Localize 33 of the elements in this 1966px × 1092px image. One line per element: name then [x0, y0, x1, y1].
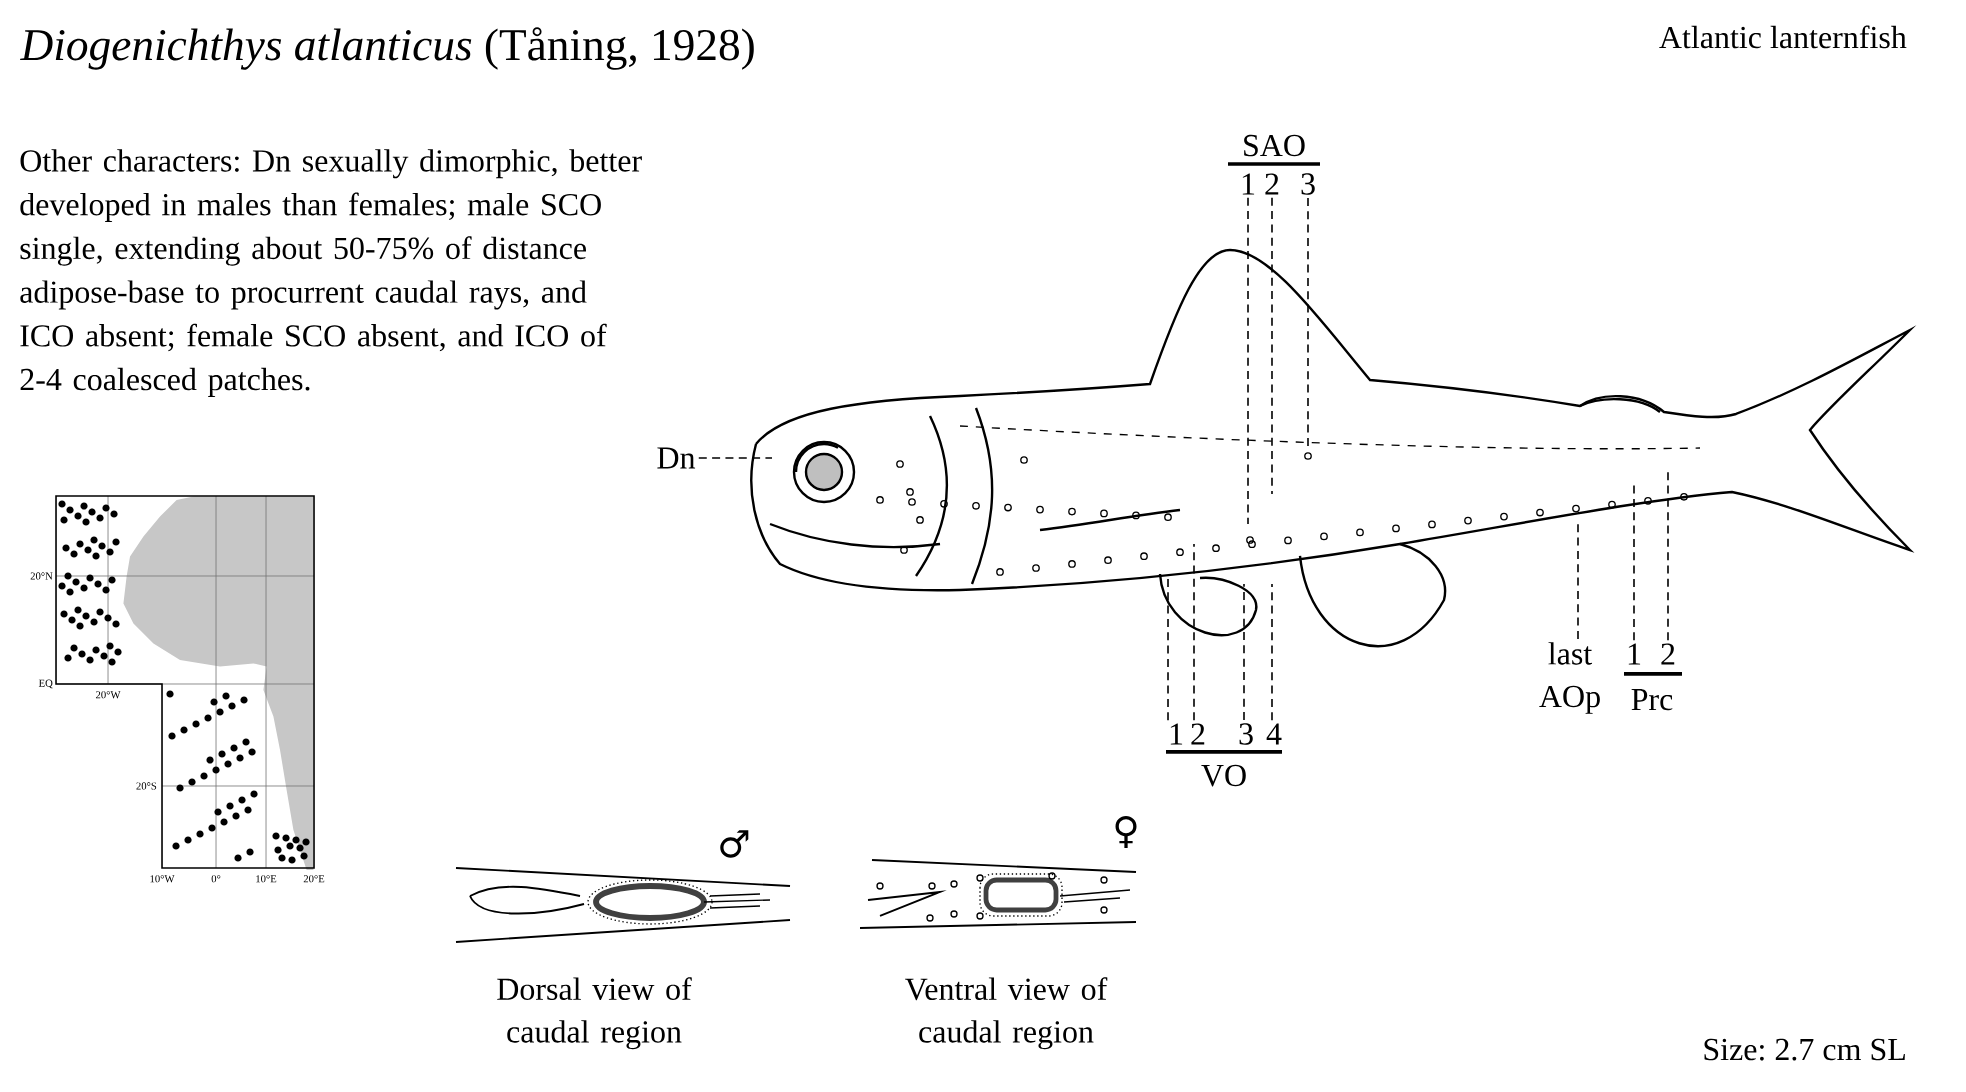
callout-label: Dn [657, 447, 696, 469]
size-note: Size: 2.7 cm SL [1704, 1038, 1905, 1061]
callout-number: 3 [1239, 723, 1253, 745]
callout-number: 4 [1266, 723, 1282, 745]
leader-line [1667, 471, 1669, 641]
sex-symbol: ♂ [720, 830, 749, 858]
leader-line [1633, 483, 1635, 642]
callout-number: 2 [1191, 723, 1205, 745]
description-text: Other characters: Dn sexually dimorphic, better developed in males than females; male SCO single, extending about 50-75% of distance adipose-base to procurrent caudal rays, and ICO absent; female SCO absent, and ICO of 2-4 coalesced patches. [20, 149, 642, 397]
leader-line [1307, 197, 1309, 447]
callout-number: 2 [1265, 173, 1279, 195]
leader-line [1193, 543, 1195, 721]
caption: Dorsal view of caudal region [497, 977, 692, 1050]
callout-number: 3 [1301, 173, 1315, 195]
leader-line [1271, 583, 1273, 722]
caption: Ventral view of caudal region [905, 977, 1108, 1050]
leader-line [1243, 583, 1245, 721]
common-name: Atlantic lanternfish [1659, 25, 1907, 49]
title: Diogenichthys atlanticus (Tåning, 1928) [20, 27, 754, 70]
callout-number: 1 [1242, 173, 1255, 195]
callout-number: 2 [1661, 643, 1675, 665]
leader-line [1577, 519, 1579, 640]
callout-label: last AOp [1539, 642, 1600, 714]
group-label: Prc [1631, 689, 1673, 711]
sex-symbol: ♀ [1115, 816, 1137, 848]
group-label: VO [1201, 764, 1246, 787]
leader-line [697, 457, 773, 459]
leader-line [1271, 197, 1273, 495]
group-label: SAO [1244, 134, 1305, 157]
callout-number: 1 [1170, 723, 1183, 745]
callout-number: 1 [1628, 643, 1641, 665]
leader-line [1167, 573, 1169, 721]
leader-line [1247, 196, 1249, 525]
